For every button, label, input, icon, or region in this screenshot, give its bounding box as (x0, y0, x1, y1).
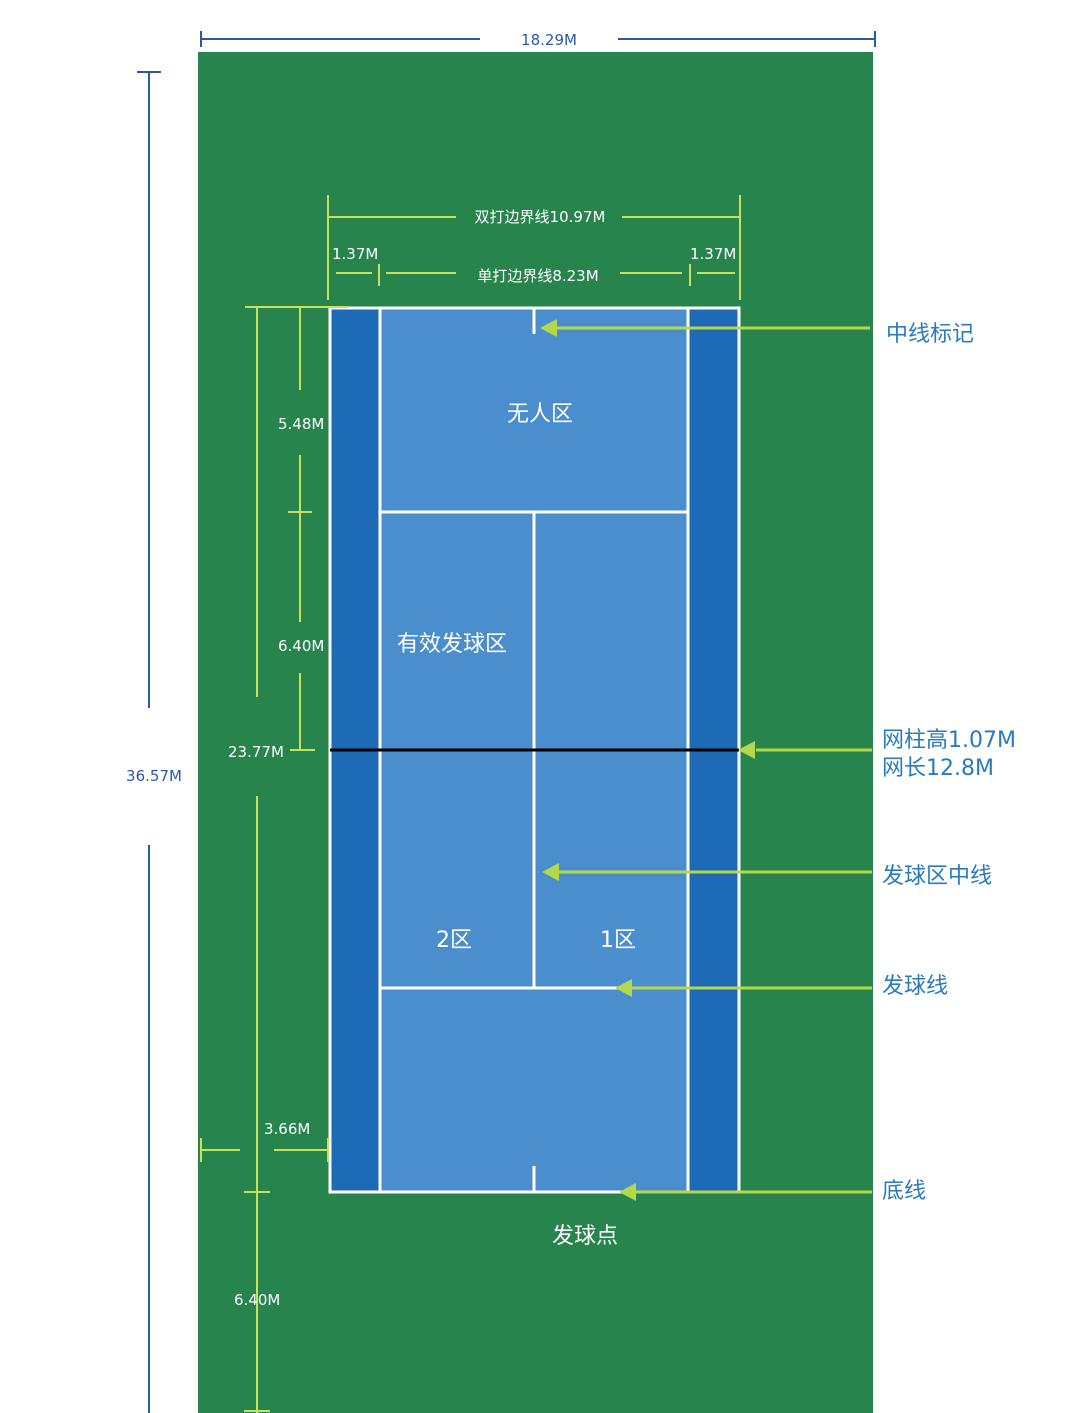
court-length-label: 23.77M (228, 743, 284, 761)
alley-left-label: 1.37M (332, 245, 378, 263)
serve-point-label: 发球点 (552, 1224, 618, 1249)
center-mark-label: 中线标记 (886, 322, 974, 347)
service-line-label: 发球线 (882, 974, 948, 999)
inner-dimensions (200, 195, 741, 1413)
service-depth-label: 6.40M (278, 637, 324, 655)
net-post-height-label: 网柱高1.07M (882, 728, 1016, 753)
total-length-label: 36.57M (126, 767, 182, 785)
singles-width-label: 单打边界线8.23M (477, 267, 598, 285)
arrow-heads (540, 319, 755, 1201)
side-margin-label: 3.66M (264, 1120, 310, 1138)
box-one-label: 1区 (600, 928, 636, 953)
no-mans-depth-label: 5.48M (278, 415, 324, 433)
net-length-label: 网长12.8M (882, 756, 994, 781)
back-margin-label: 6.40M (234, 1291, 280, 1309)
outer-dimensions (137, 31, 876, 1413)
total-width-label: 18.29M (521, 31, 577, 49)
box-two-label: 2区 (436, 928, 472, 953)
no-mans-land-label: 无人区 (507, 402, 573, 427)
doubles-width-label: 双打边界线10.97M (475, 208, 606, 226)
service-box-label: 有效发球区 (397, 632, 507, 657)
alley-right-label: 1.37M (690, 245, 736, 263)
service-center-line-label: 发球区中线 (882, 864, 992, 889)
callout-arrows (556, 326, 872, 1194)
baseline-label: 底线 (882, 1179, 926, 1204)
